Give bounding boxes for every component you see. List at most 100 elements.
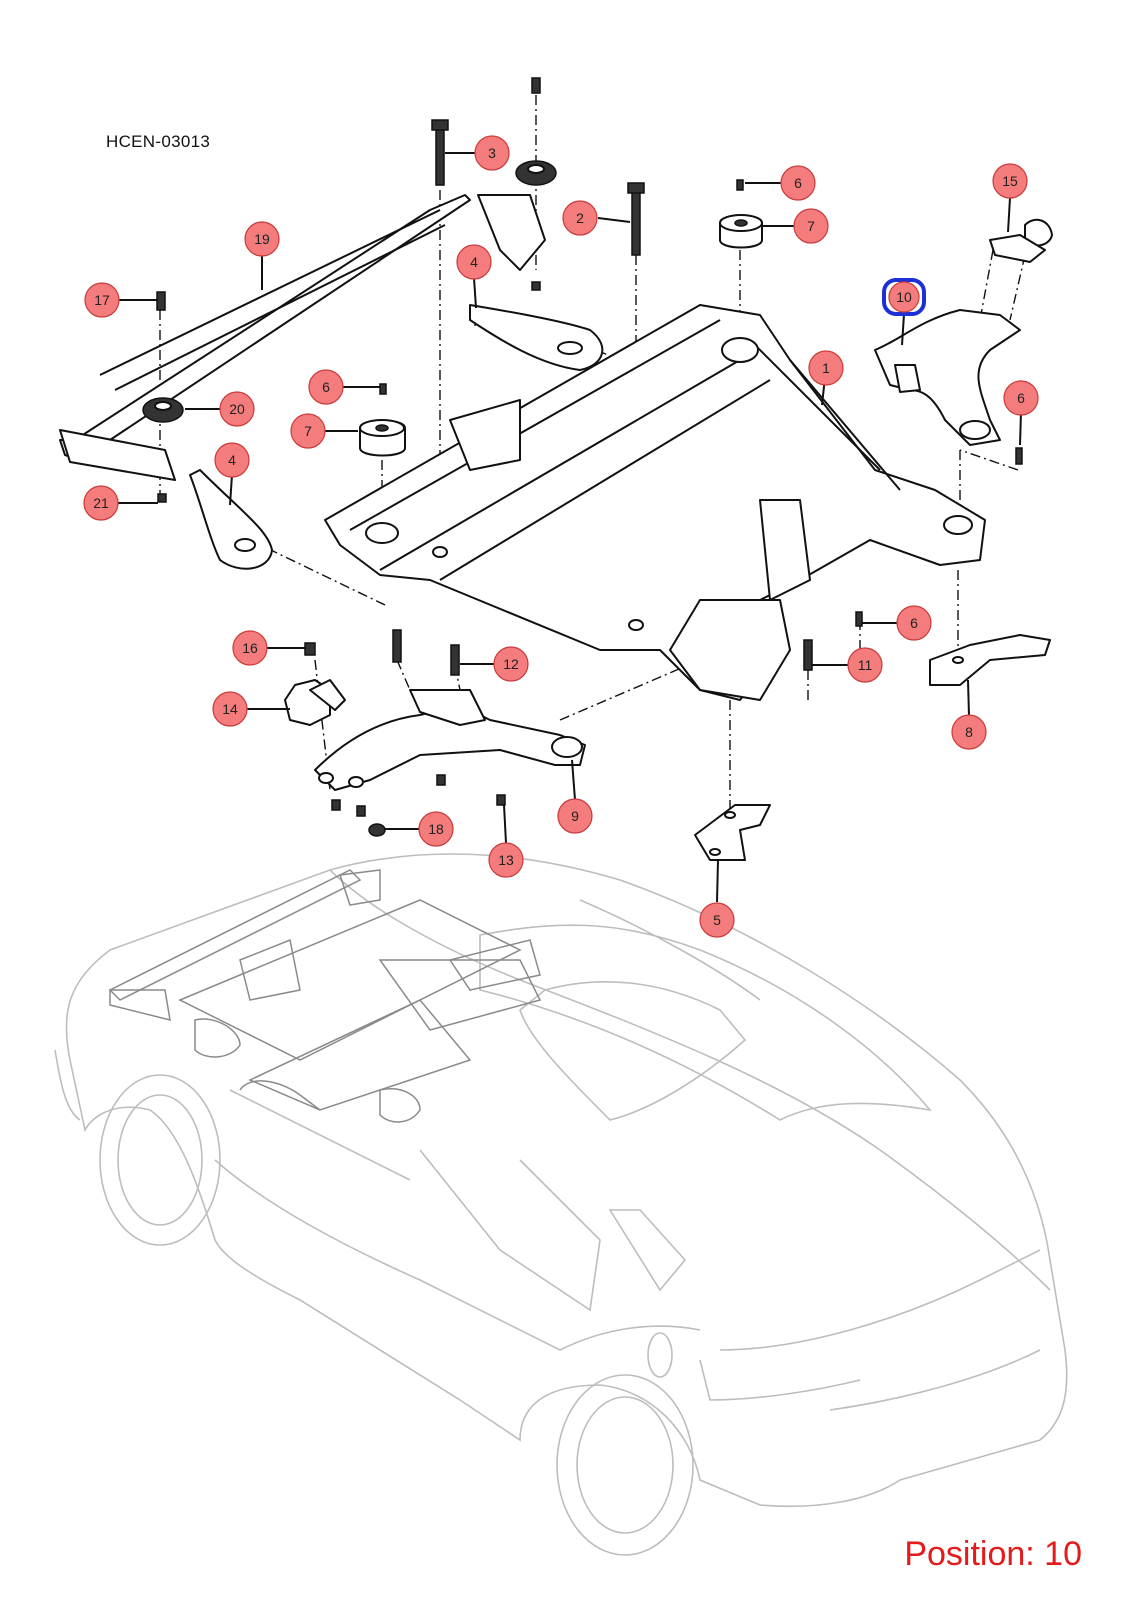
callout-3[interactable]: 3 [474,135,510,171]
callout-7[interactable]: 7 [290,413,326,449]
callout-7[interactable]: 7 [793,208,829,244]
callout-bubble [808,350,844,386]
callout-bubble [780,165,816,201]
callout-label: 4 [228,452,236,468]
vehicle-outline [54,853,1068,1556]
callout-21[interactable]: 21 [83,485,119,521]
callout-label: 21 [93,495,109,511]
callout-bubble [84,282,120,318]
lower-arm-10 [874,309,1021,446]
callout-bubble [232,630,268,666]
callout-bubble [557,798,593,834]
callout-label: 6 [1017,390,1025,406]
bushing-3-top [515,160,557,186]
callout-4[interactable]: 4 [214,442,250,478]
callout-bubble [214,442,250,478]
callout-10-selected[interactable]: 10 [882,278,926,316]
callout-bubble [244,221,280,257]
bracket-8 [929,634,1051,686]
subframe-1 [324,304,986,701]
callout-label: 17 [94,292,110,308]
bushing-7-rear [719,214,763,249]
callout-9[interactable]: 9 [557,798,593,834]
selected-callout-outline [882,278,926,316]
callout-label: 7 [807,218,815,234]
callout-16[interactable]: 16 [232,630,268,666]
callout-13[interactable]: 13 [488,842,524,878]
callout-bubble [418,811,454,847]
callout-bubble [83,485,119,521]
callout-bubble [1003,380,1039,416]
callout-label: 6 [322,379,330,395]
callout-4[interactable]: 4 [456,244,492,280]
callout-6[interactable]: 6 [308,369,344,405]
callout-label: 12 [503,656,519,672]
callout-6[interactable]: 6 [1003,380,1039,416]
callout-1[interactable]: 1 [808,350,844,386]
callout-5[interactable]: 5 [699,902,735,938]
callout-11[interactable]: 11 [847,647,883,683]
callout-label: 15 [1002,173,1018,189]
callout-label: 20 [229,401,245,417]
callout-bubble [847,647,883,683]
bushing-20 [142,397,184,423]
callout-6[interactable]: 6 [896,605,932,641]
callout-15[interactable]: 15 [992,163,1028,199]
callout-bubble [699,902,735,938]
callout-label: 13 [498,852,514,868]
callout-label: 6 [794,175,802,191]
callout-bubble [219,391,255,427]
ball-joint-14 [284,679,346,726]
callout-14[interactable]: 14 [212,691,248,727]
bushing-7-front [359,419,406,457]
callout-bubble [493,646,529,682]
callout-label: 3 [488,145,496,161]
callout-label: 11 [858,657,873,673]
callout-8[interactable]: 8 [951,714,987,750]
ball-joint-15 [989,218,1053,263]
callout-bubble [212,691,248,727]
callout-18[interactable]: 18 [418,811,454,847]
callout-bubble [290,413,326,449]
callout-label: 5 [713,912,721,928]
callout-bubble [896,605,932,641]
callout-label: 16 [242,640,258,656]
stabilizer-link-4-front [189,469,273,570]
callout-label: 10 [896,289,912,305]
callout-6[interactable]: 6 [780,165,816,201]
callout-12[interactable]: 12 [493,646,529,682]
bracket-5 [694,804,771,861]
callout-19[interactable]: 19 [244,221,280,257]
callout-label: 14 [222,701,238,717]
bolts [156,77,1023,837]
callout-label: 4 [470,254,478,270]
callout-label: 6 [910,615,918,631]
callout-bubble [951,714,987,750]
callout-label: 9 [571,808,579,824]
callout-bubble [562,200,598,236]
callout-bubble [456,244,492,280]
callout-bubble [992,163,1028,199]
callout-bubble [793,208,829,244]
callout-label: 1 [822,360,830,376]
lower-arm-9 [314,689,586,791]
callout-label: 2 [576,210,584,226]
diagram-reference-code: HCEN-03013 [106,132,211,151]
callout-label: 7 [304,423,312,439]
stabilizer-link-4-rear [469,304,604,371]
callout-20[interactable]: 20 [219,391,255,427]
callout-label: 18 [428,821,444,837]
position-label: Position: 10 [904,1535,1082,1573]
callout-2[interactable]: 2 [562,200,598,236]
callout-bubble [308,369,344,405]
callout-bubble [488,842,524,878]
stabilizer-bar-19 [59,194,546,481]
callout-17[interactable]: 17 [84,282,120,318]
callout-bubble [888,281,920,313]
callout-label: 19 [254,231,270,247]
callout-label: 8 [965,724,973,740]
callout-bubble [474,135,510,171]
